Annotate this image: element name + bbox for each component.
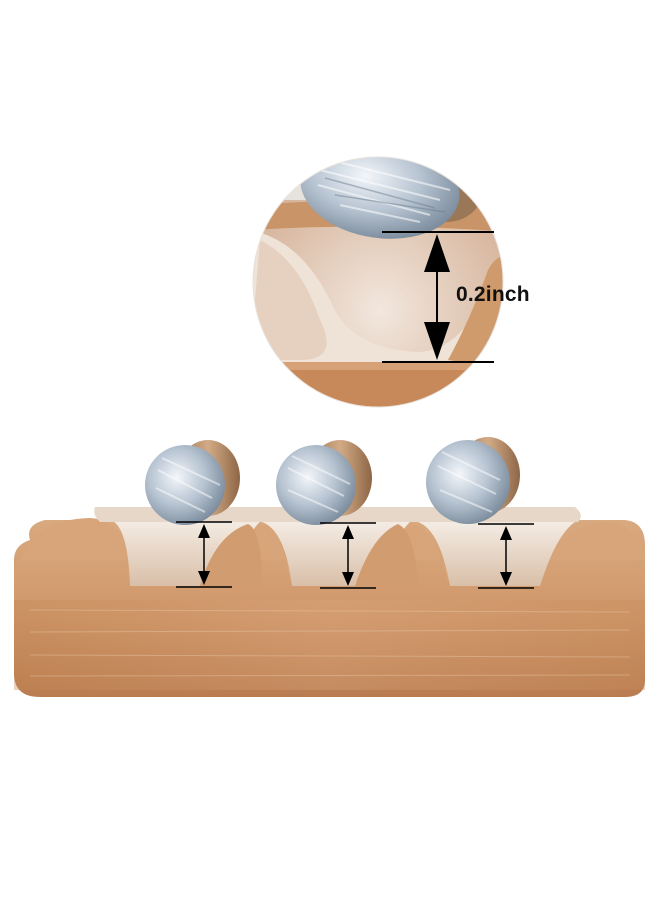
zoom-inset bbox=[252, 156, 504, 408]
measurement-label: 0.2inch bbox=[456, 283, 530, 306]
rod-middle bbox=[276, 440, 372, 525]
rod-right bbox=[426, 437, 520, 524]
dimension-marker-middle bbox=[320, 522, 376, 589]
rod-left bbox=[145, 440, 240, 525]
dimension-marker-right bbox=[478, 523, 534, 589]
dimension-marker-left bbox=[176, 521, 232, 588]
zoom-dimension-indicator bbox=[382, 231, 494, 363]
wooden-block bbox=[14, 507, 645, 697]
